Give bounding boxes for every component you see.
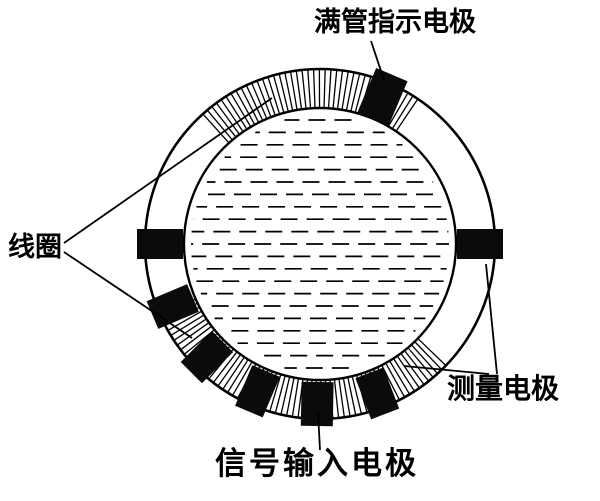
coil-winding-line <box>351 376 362 414</box>
coil-winding-line <box>342 378 351 416</box>
coil-winding-line <box>301 70 307 108</box>
electrode-bottom-3 <box>355 367 400 420</box>
label-full-pipe-indicator-electrode: 满管指示电极 <box>314 7 476 38</box>
label-signal-input-electrode: 信号输入电极 <box>215 446 419 482</box>
coil-winding-line <box>251 83 268 119</box>
coil-winding-line <box>203 114 229 143</box>
coil-winding-line <box>392 96 414 129</box>
coil-winding-line <box>273 76 285 113</box>
coil-winding-line <box>232 362 253 396</box>
coil-winding-line <box>269 375 282 411</box>
leader-line <box>370 40 385 81</box>
coil-winding-line <box>227 359 249 393</box>
coil-winding-line <box>307 70 312 108</box>
coil-winding-line <box>389 361 410 394</box>
coil-winding-line <box>181 326 212 350</box>
coil-winding-line <box>171 315 204 336</box>
coil-winding-line <box>213 352 237 383</box>
coil-winding-line <box>291 379 299 416</box>
electrode-lower-left <box>146 284 199 329</box>
coil-winding-line <box>284 73 294 110</box>
electrode-bottom-1 <box>180 330 234 384</box>
coil-winding-line <box>327 70 332 108</box>
coil-winding-line <box>345 73 355 110</box>
coil-winding-line <box>414 341 442 370</box>
coil-winding-line <box>323 70 326 108</box>
coil-winding-line <box>341 72 349 109</box>
coil-winding-line <box>312 70 316 108</box>
coil-winding-line <box>350 74 361 111</box>
coil-winding-line <box>385 363 405 397</box>
coil-winding-line <box>347 377 357 415</box>
coil-winding-line <box>408 348 434 378</box>
leader-line <box>317 411 321 451</box>
leader-line <box>63 97 273 244</box>
measuring-electrode-right <box>457 229 503 259</box>
coil-winding-line <box>230 93 251 127</box>
coil-winding-line <box>267 77 280 114</box>
coil-winding-line <box>354 75 366 112</box>
liquid-flow-hatch <box>191 119 449 369</box>
coil-winding-line <box>256 81 272 117</box>
label-measuring-electrode: 测量电极 <box>447 372 560 405</box>
coil-winding-line <box>404 350 429 381</box>
coil-winding-line <box>388 93 409 126</box>
coil-winding-line <box>262 79 276 115</box>
coil-winding-line <box>217 354 241 386</box>
coil-winding-line <box>235 91 255 125</box>
coil-winding-line <box>177 322 209 346</box>
coil-winding-line <box>397 356 420 388</box>
coil-winding-line <box>396 99 418 131</box>
coil-winding-line <box>174 318 206 341</box>
measuring-electrode-left <box>137 229 183 259</box>
coil-winding-line <box>278 74 289 111</box>
electrode-bottom-2 <box>235 365 280 418</box>
coil-winding-line <box>337 71 344 109</box>
coil-winding-line <box>286 378 295 415</box>
leader-line <box>63 251 193 339</box>
leader-line <box>403 365 490 375</box>
signal-input-electrode <box>300 381 334 427</box>
coil-winding-line <box>418 338 446 366</box>
coil-winding-line <box>295 71 303 109</box>
coil-winding-line <box>225 96 247 129</box>
pipe-inner-wall <box>182 106 458 382</box>
coil-winding-line <box>207 110 233 140</box>
coil-winding-line <box>290 72 298 110</box>
coil-winding-line <box>333 380 340 418</box>
coil-winding-line <box>332 70 338 108</box>
coil-winding-line <box>240 88 259 123</box>
leader-line <box>485 263 498 375</box>
leader-lines <box>63 40 498 451</box>
coil-winding-line <box>338 379 345 417</box>
coil-winding-line <box>274 376 286 413</box>
coil-winding-line <box>381 365 400 400</box>
full-pipe-indicator-electrode <box>357 67 408 126</box>
coil-winding-line <box>211 106 236 137</box>
coil-winding-line <box>393 358 415 391</box>
coil-winding-line <box>221 100 244 132</box>
coil-winding-line <box>222 357 245 389</box>
coil-winding-line <box>246 85 263 121</box>
coil-winding-line <box>216 103 240 134</box>
label-coil: 线圈 <box>8 232 62 263</box>
electrodes <box>137 67 503 427</box>
coil-winding-line <box>280 377 291 414</box>
coil-winding-line <box>400 353 425 385</box>
